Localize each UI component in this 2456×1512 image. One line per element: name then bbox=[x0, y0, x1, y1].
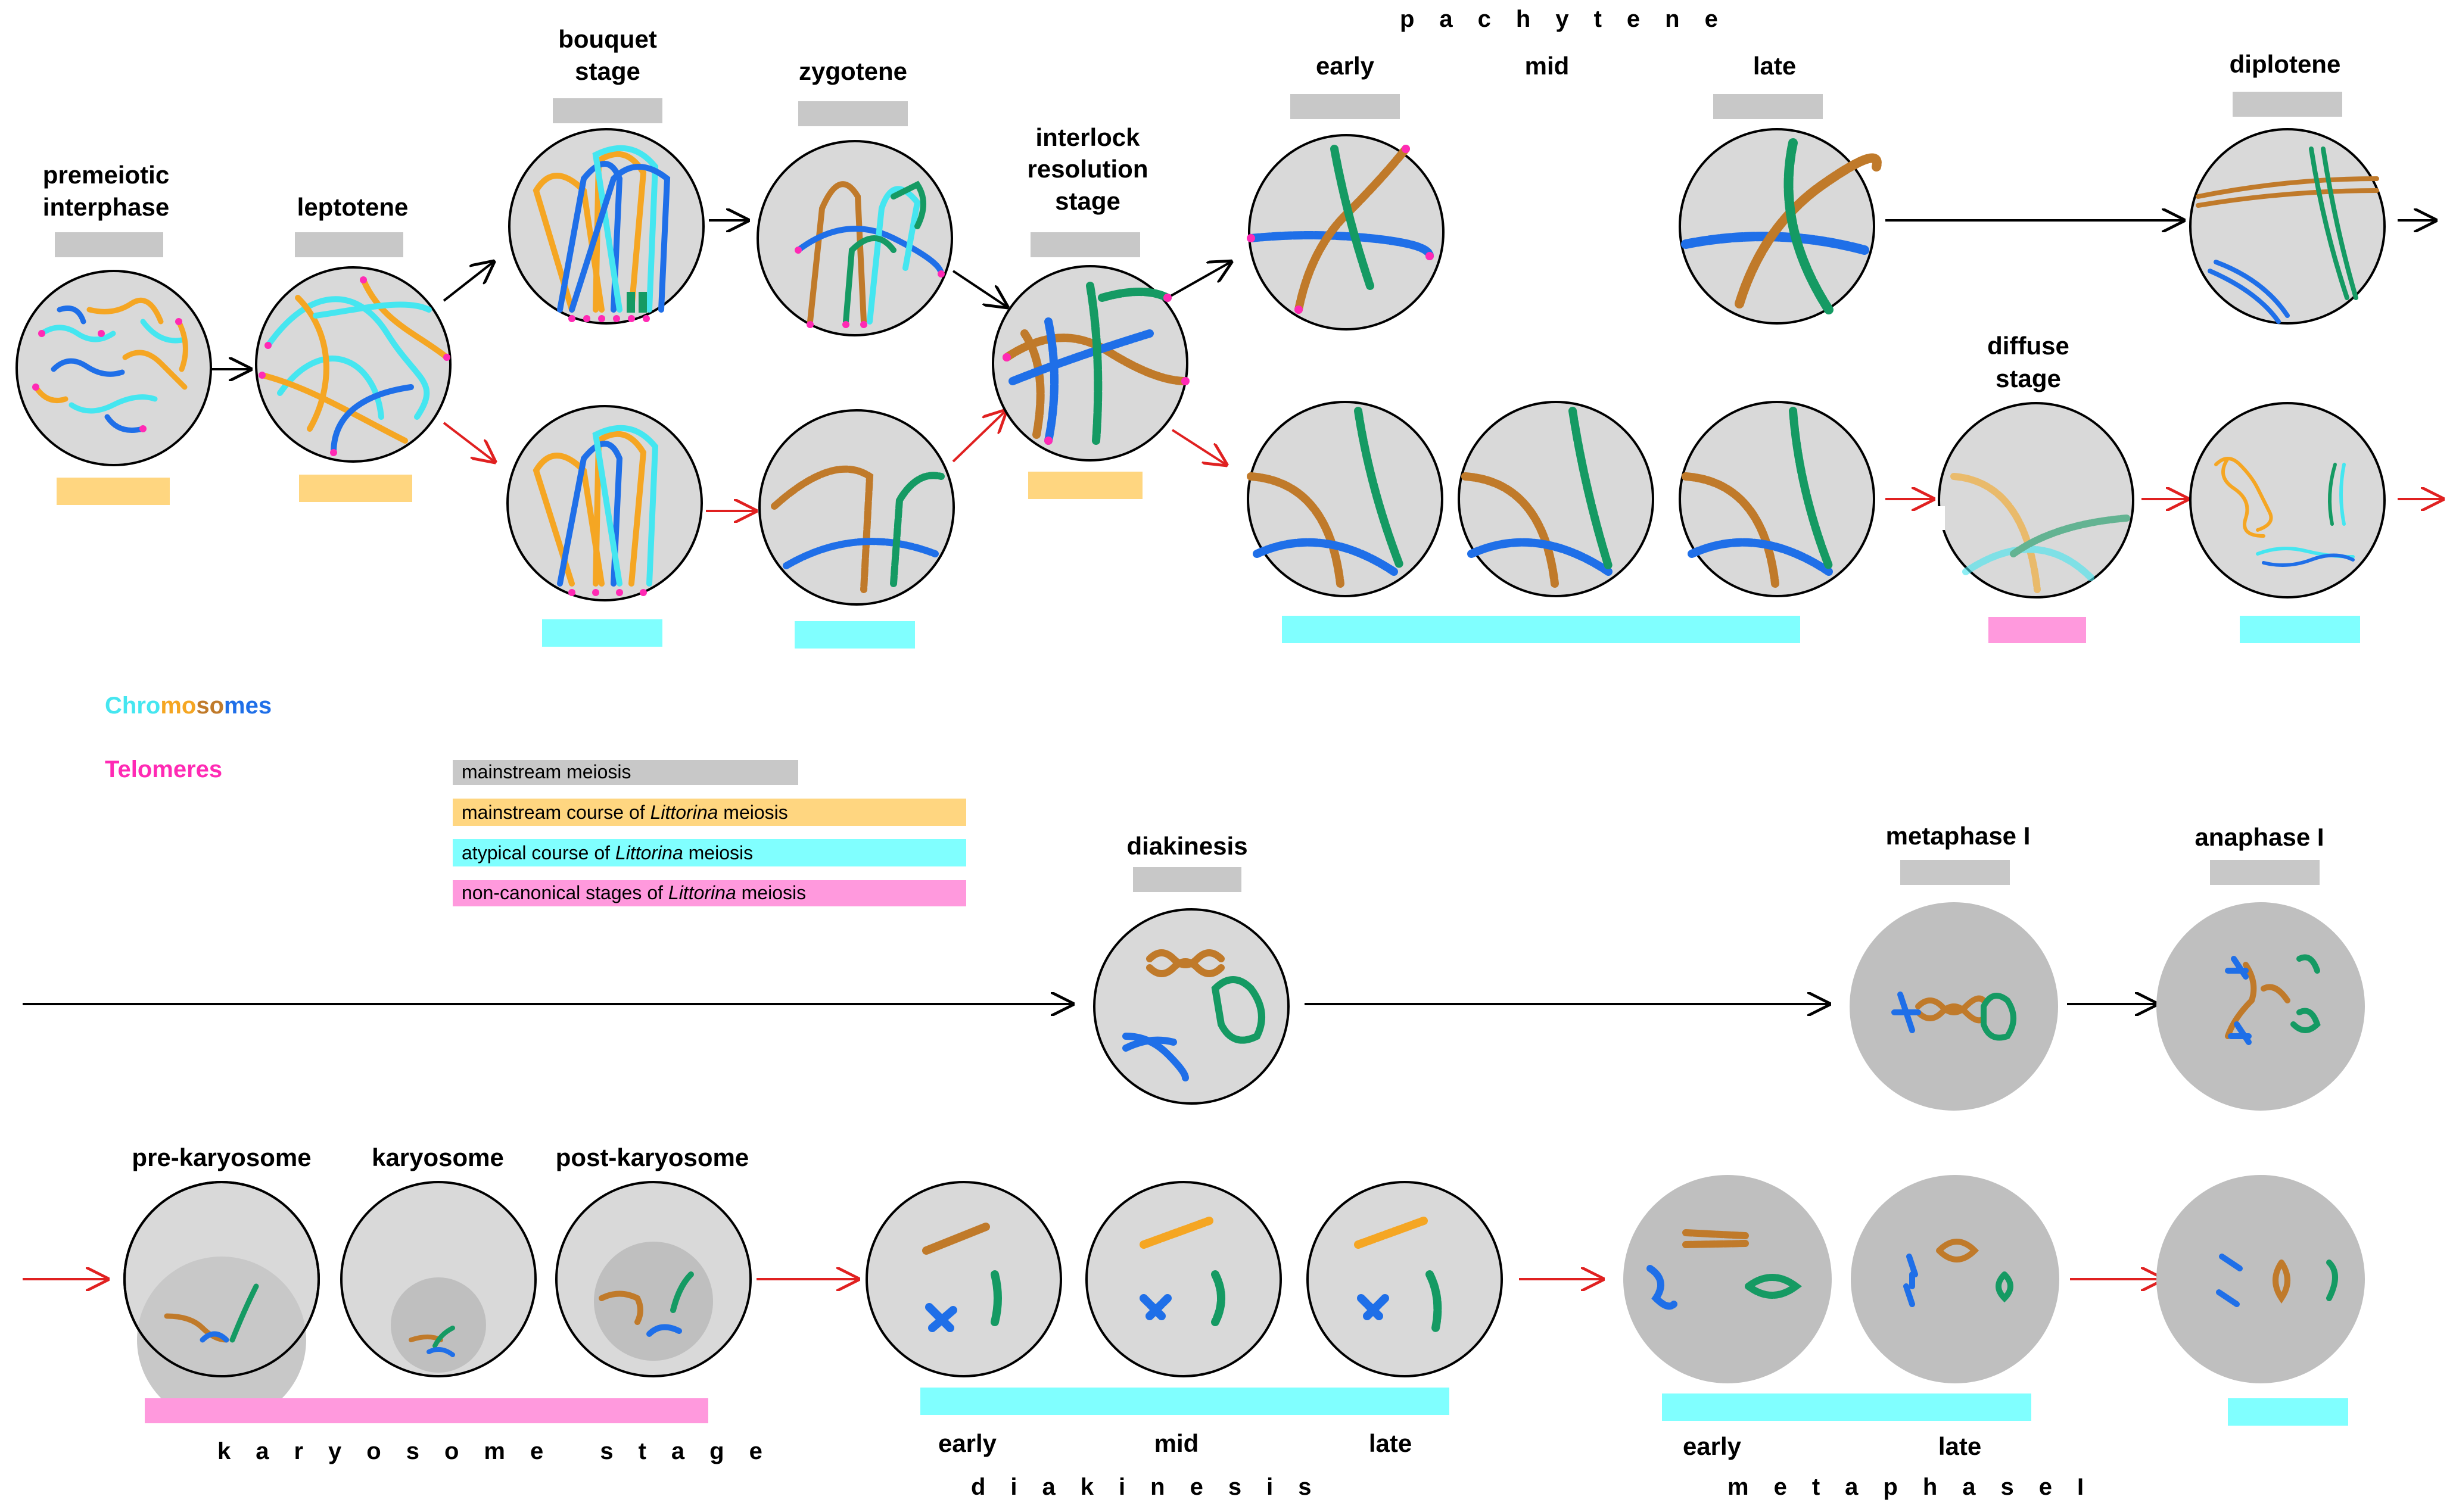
cell-leptotene bbox=[255, 266, 452, 463]
label-metaphase-late: late bbox=[1938, 1432, 1981, 1460]
cell-pachytene-early-top bbox=[1247, 134, 1445, 331]
cell-pachytene-mid-bottom bbox=[1458, 401, 1654, 597]
label-karyosome: karyosome bbox=[372, 1143, 504, 1171]
label-interlock-2: resolution bbox=[1027, 155, 1148, 183]
legend-telomeres: Telomeres bbox=[105, 756, 222, 783]
label-premeiotic-2: interphase bbox=[43, 193, 169, 221]
label-leptotene: leptotene bbox=[297, 193, 409, 221]
label-metaphase-i: metaphase I bbox=[1886, 822, 2031, 850]
label-diakinesis-early: early bbox=[938, 1429, 997, 1457]
cell-diakinesis-late bbox=[1306, 1181, 1503, 1377]
metaphase-header: metaphaseI bbox=[1727, 1474, 2109, 1500]
legend-chrom-2: ro bbox=[136, 693, 160, 719]
legend-chrom-5: mes bbox=[224, 693, 272, 719]
label-anaphase-i: anaphase I bbox=[2194, 823, 2324, 851]
legend-chromosomes: Chromosomes bbox=[105, 693, 272, 719]
atypical-bar-anaphase bbox=[2228, 1398, 2348, 1426]
legend-item-noncanonical: non-canonical stages of Littorina meiosi… bbox=[462, 882, 806, 903]
cell-pre-karyosome bbox=[123, 1181, 320, 1423]
legend-item-mainstream: mainstream meiosis bbox=[462, 761, 631, 783]
cell-anaphase-atypical bbox=[2156, 1175, 2365, 1383]
label-pachytene-late: late bbox=[1753, 52, 1796, 80]
cell-pachytene-late-bottom bbox=[1679, 401, 1875, 597]
legend-item-atypical: atypical course of Littorina meiosis bbox=[462, 842, 753, 863]
label-premeiotic-1: premeiotic bbox=[43, 161, 169, 189]
noncanonical-bar-diffuse bbox=[1988, 617, 2086, 643]
arrows-black-top bbox=[211, 220, 2435, 369]
cell-diakinesis-mid bbox=[1085, 1181, 1282, 1377]
cell-diakinesis-early bbox=[866, 1181, 1062, 1377]
legend-chrom-3: mo bbox=[160, 693, 196, 719]
cell-interlock-resolution bbox=[992, 265, 1190, 462]
karyosome-stage-header: karyosome stage bbox=[217, 1438, 787, 1464]
mainstream-bars-row3 bbox=[1133, 860, 2320, 892]
cell-zygotene-top bbox=[757, 140, 953, 336]
cell-post-karyosome bbox=[555, 1181, 752, 1377]
cell-karyosome bbox=[340, 1181, 537, 1377]
atypical-bar-diakinesis bbox=[920, 1388, 1449, 1415]
atypical-bar-metaphase bbox=[1662, 1393, 2031, 1421]
label-diakinesis-mid: mid bbox=[1154, 1429, 1199, 1457]
label-diakinesis: diakinesis bbox=[1126, 832, 1247, 860]
arrows-red-top bbox=[443, 411, 2442, 511]
legend-chrom-1: Ch bbox=[105, 693, 136, 719]
label-interlock-1: interlock bbox=[1035, 123, 1140, 151]
littorina-mainstream-bars bbox=[57, 472, 1143, 505]
label-interlock-3: stage bbox=[1055, 187, 1120, 215]
cell-diakinesis-main bbox=[1093, 908, 1290, 1105]
legend-swatch-atypical bbox=[453, 839, 966, 866]
legend-item-littorina-mainstream: mainstream course of Littorina meiosis bbox=[462, 802, 788, 823]
label-diffuse-1: diffuse bbox=[1987, 332, 2069, 360]
label-zygotene: zygotene bbox=[799, 57, 907, 85]
mainstream-bars bbox=[55, 92, 2342, 257]
cell-premeiotic-interphase bbox=[15, 270, 212, 466]
cell-pachytene-early-bottom bbox=[1247, 401, 1443, 597]
label-pachytene-mid: mid bbox=[1525, 52, 1570, 80]
legend-swatch-littorina-mainstream bbox=[453, 799, 966, 826]
label-diffuse-2: stage bbox=[1996, 364, 2061, 392]
label-post-karyosome: post-karyosome bbox=[556, 1143, 749, 1171]
legend-chrom-4: so bbox=[196, 693, 224, 719]
pachytene-header: pachytene bbox=[1400, 6, 1743, 32]
cell-anaphase-i-main bbox=[2156, 902, 2365, 1111]
label-pre-karyosome: pre-karyosome bbox=[132, 1143, 311, 1171]
cell-metaphase-early bbox=[1623, 1175, 1832, 1383]
label-bouquet-2: stage bbox=[575, 57, 640, 85]
diakinesis-header: diakinesis bbox=[971, 1474, 1336, 1500]
cell-diplotene-bottom bbox=[2189, 402, 2386, 598]
label-pachytene-early: early bbox=[1316, 52, 1375, 80]
cell-metaphase-late bbox=[1851, 1175, 2059, 1383]
legend-swatch-noncanonical bbox=[453, 880, 966, 906]
label-diplotene: diplotene bbox=[2230, 50, 2341, 78]
cell-bouquet-bottom bbox=[506, 405, 703, 601]
label-bouquet-1: bouquet bbox=[558, 25, 657, 53]
atypical-bars-row2 bbox=[542, 616, 2360, 649]
cell-zygotene-bottom bbox=[758, 409, 955, 606]
cell-diffuse-stage bbox=[1936, 402, 2134, 598]
cell-metaphase-i-main bbox=[1850, 902, 2058, 1111]
cell-diplotene-top bbox=[2189, 128, 2386, 325]
label-diakinesis-late: late bbox=[1369, 1429, 1412, 1457]
legend-swatch-mainstream bbox=[453, 760, 798, 785]
cell-pachytene-late-top bbox=[1679, 128, 1882, 325]
noncanonical-bar-karyosome bbox=[145, 1398, 708, 1423]
label-metaphase-early: early bbox=[1683, 1432, 1742, 1460]
cell-bouquet-top bbox=[508, 128, 705, 325]
